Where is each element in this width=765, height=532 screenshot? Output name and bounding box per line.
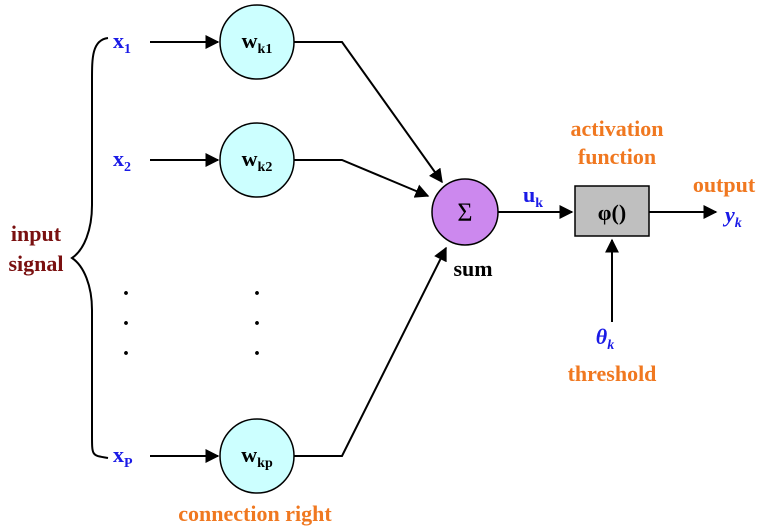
threshold-label: threshold xyxy=(568,361,657,386)
activation-label-line2: function xyxy=(578,144,656,169)
sum-symbol: Σ xyxy=(457,198,472,227)
input-x1-label: x1 xyxy=(113,28,131,57)
svg-text:.: . xyxy=(123,305,129,331)
svg-text:.: . xyxy=(254,335,260,361)
weight-k1-label: wk1 xyxy=(242,28,273,57)
theta-k-label: θk xyxy=(596,324,614,353)
input-x2-label: x2 xyxy=(113,146,131,175)
connector-wp-to-sum xyxy=(294,246,447,457)
sum-label: sum xyxy=(453,256,492,281)
activation-function-symbol: φ() xyxy=(598,200,626,225)
output-label: output xyxy=(693,172,756,197)
svg-text:.: . xyxy=(254,305,260,331)
svg-text:.: . xyxy=(123,275,129,301)
connector-w1-to-sum xyxy=(294,41,443,184)
weight-kp-label: wkp xyxy=(241,442,273,471)
connection-right-label: connection right xyxy=(178,501,332,526)
uk-label: uk xyxy=(523,182,543,211)
input-signal-label-line2: signal xyxy=(8,251,63,276)
yk-label: yk xyxy=(722,202,742,231)
input-brace xyxy=(70,37,109,459)
connector-w2-to-sum xyxy=(294,159,430,198)
ellipsis-weights: . . . xyxy=(254,275,260,361)
svg-text:.: . xyxy=(123,335,129,361)
input-xp-label: xP xyxy=(113,442,133,471)
activation-label-line1: activation xyxy=(571,116,664,141)
svg-text:.: . xyxy=(254,275,260,301)
ellipsis-inputs: . . . xyxy=(123,275,129,361)
weight-k2-label: wk2 xyxy=(242,146,273,175)
input-signal-label-line1: input xyxy=(11,221,62,246)
